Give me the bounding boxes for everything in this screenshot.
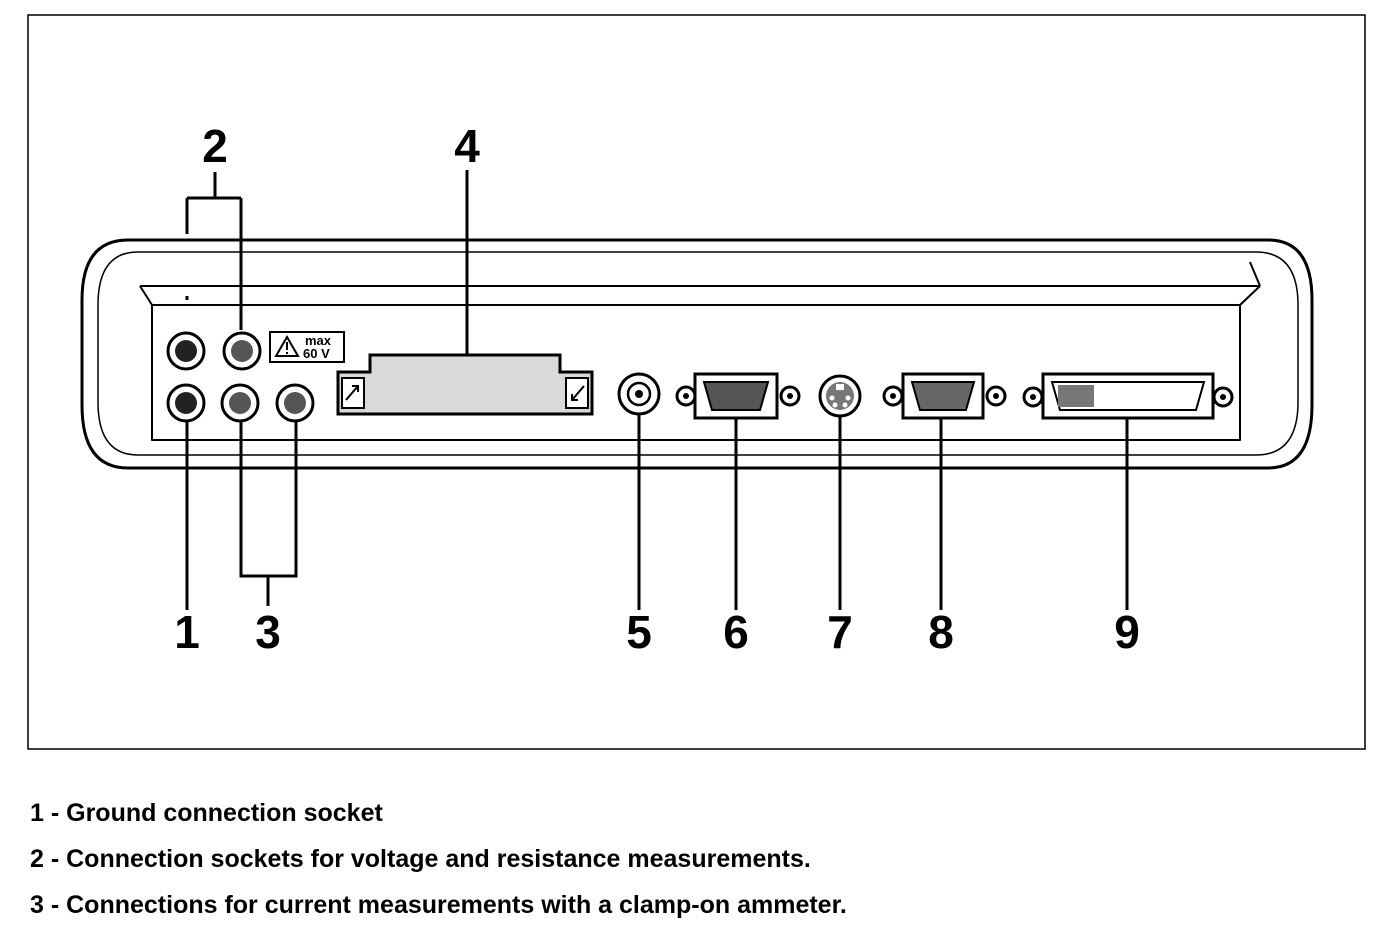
callout-4: 4 [454,120,480,172]
figure-frame [27,14,1366,750]
socket-current-a [220,383,260,423]
parallel-connector-9 [1022,372,1234,420]
device-rear-panel-diagram: max 60 V [27,14,1366,750]
warning-label-line1: max [305,333,332,348]
callout-2: 2 [202,120,228,172]
serial-connector-6 [675,372,801,420]
callout-7: 7 [827,606,853,658]
callout-1: 1 [174,606,200,658]
measurement-sockets [166,331,315,423]
legend-item-1: 1 - Ground connection socket [30,799,383,827]
warning-label: max 60 V [269,331,345,363]
mini-din-connector [818,374,862,418]
insert-arrow-icon [571,385,585,401]
legend-item-2: 2 - Connection sockets for voltage and r… [30,845,811,873]
card-slot [336,353,594,416]
device-body [80,238,1314,470]
callout-3: 3 [255,606,281,658]
callout-6: 6 [723,606,749,658]
eject-arrow-icon [345,385,359,401]
serial-connector-8 [882,372,1007,420]
callout-8: 8 [928,606,954,658]
warning-triangle-icon [274,335,300,357]
warning-label-line2: 60 V [303,346,330,361]
leader-lines [185,170,1129,610]
socket-ground [166,383,206,423]
callouts: 2 4 1 3 5 6 7 8 9 [174,120,1140,658]
coax-connector [617,372,661,416]
legend: 1 - Ground connection socket 2 - Connect… [30,790,847,928]
callout-9: 9 [1114,606,1140,658]
callout-5: 5 [626,606,652,658]
legend-item-3: 3 - Connections for current measurements… [30,891,847,919]
socket-upper-left [166,331,206,371]
socket-upper-right [222,331,262,371]
socket-current-b [275,383,315,423]
